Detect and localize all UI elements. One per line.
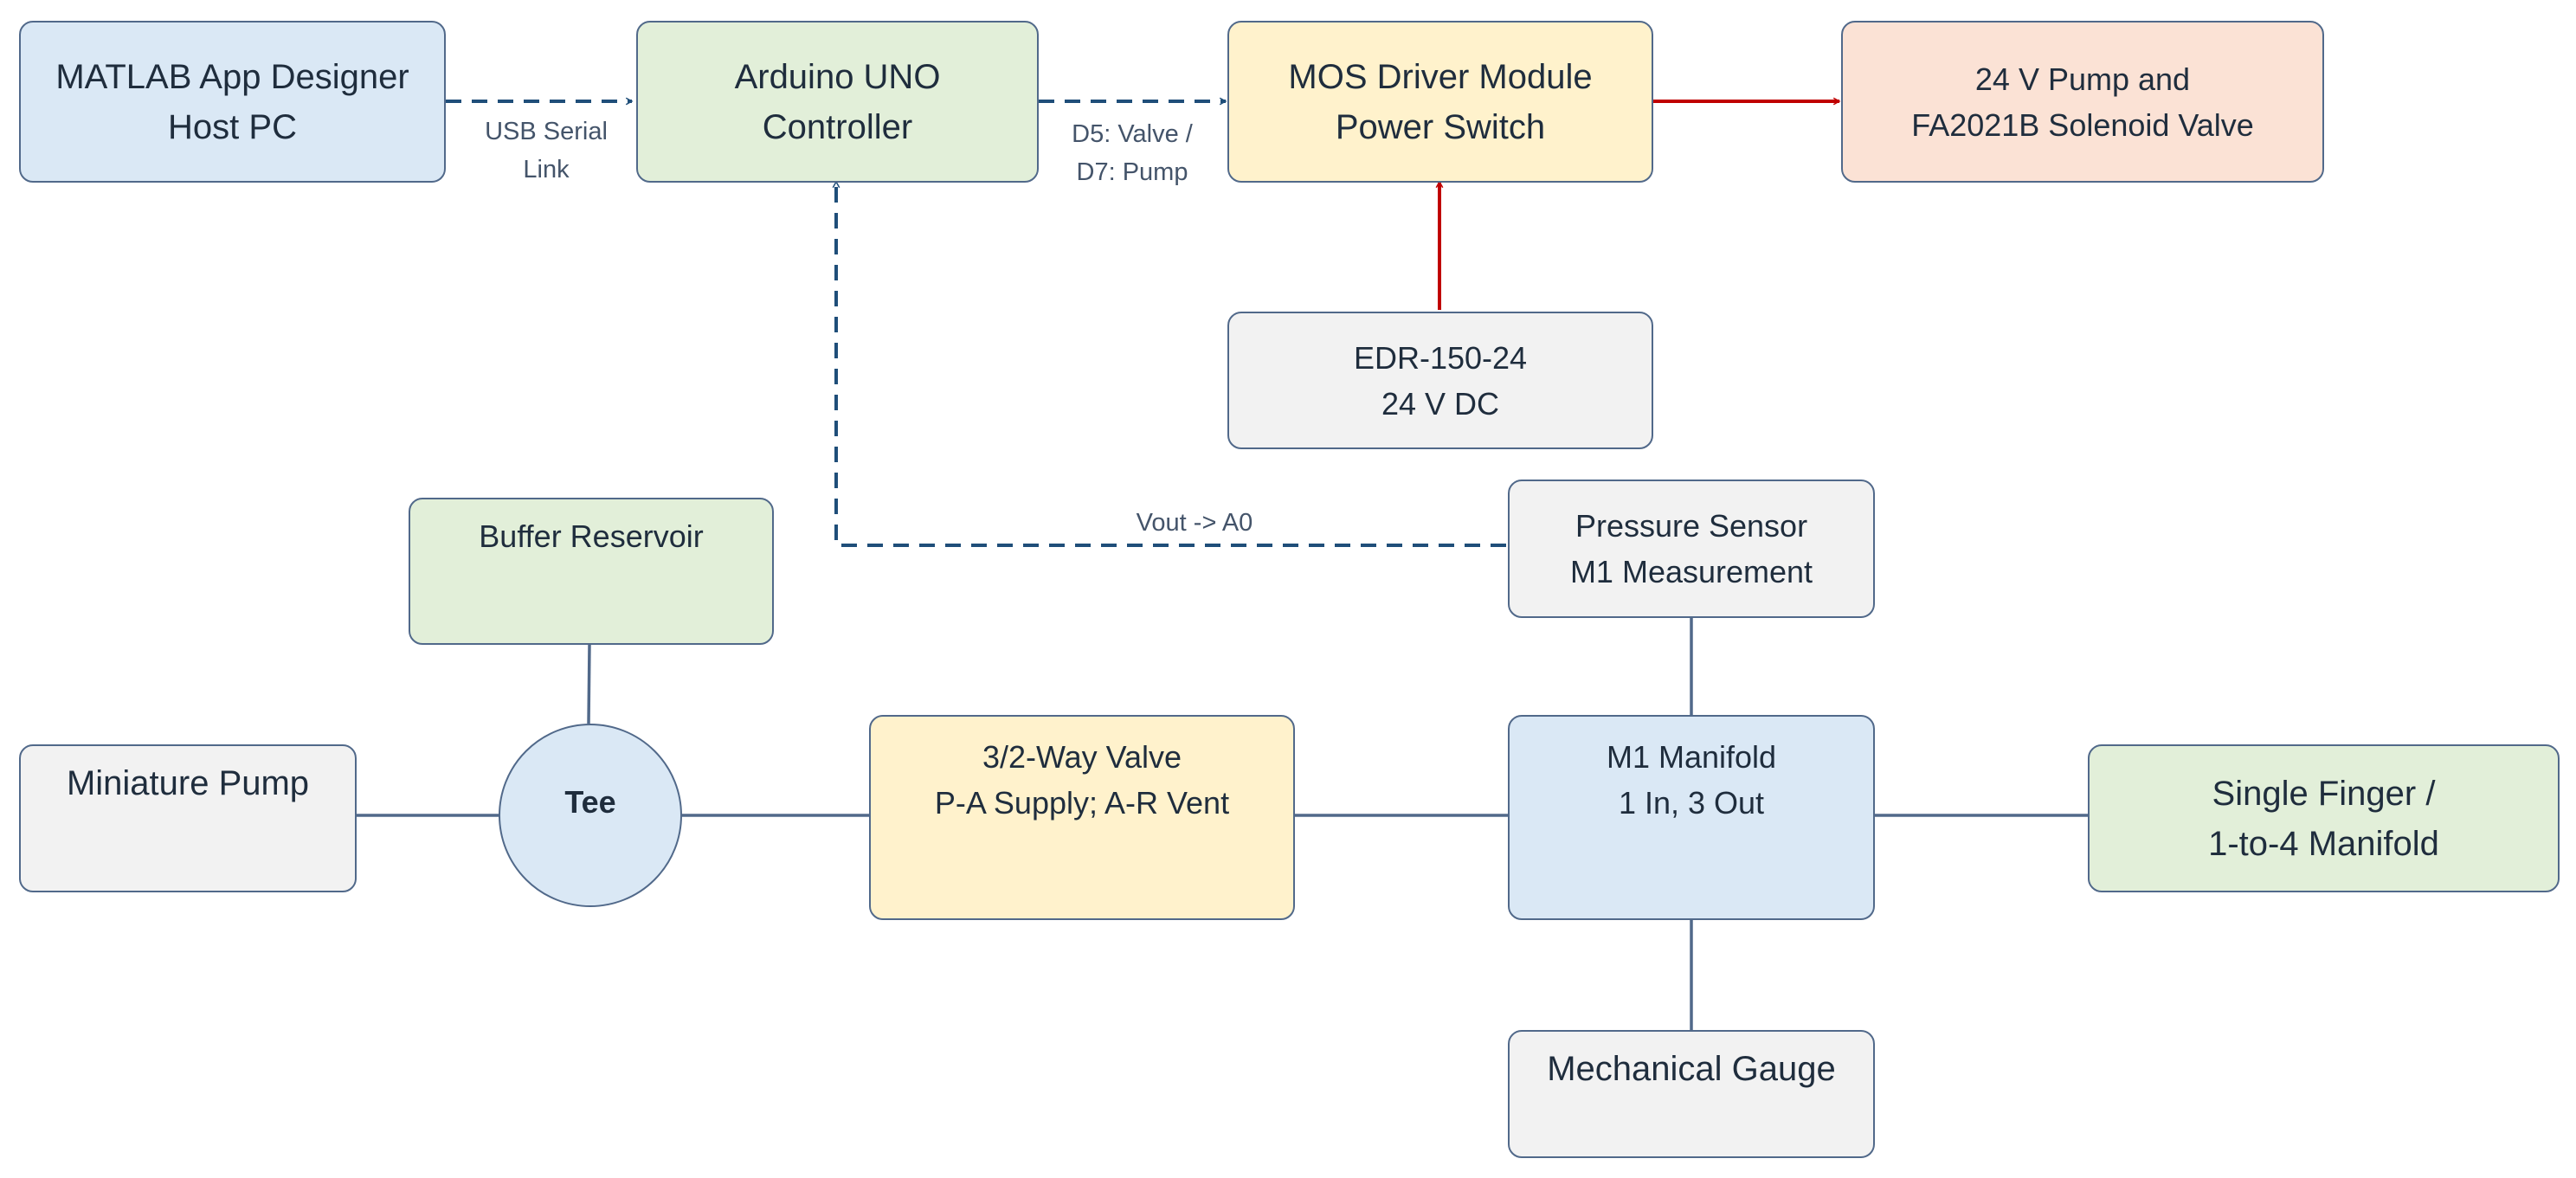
miniature-pump-node: Miniature Pump — [19, 744, 357, 892]
arduino-node: Arduino UNO Controller — [636, 21, 1039, 183]
m1-manifold-node: M1 Manifold 1 In, 3 Out — [1508, 715, 1875, 920]
arduino-line1: Arduino UNO — [734, 57, 941, 96]
buffer-reservoir-node: Buffer Reservoir — [409, 498, 774, 645]
tee-label: Tee — [564, 784, 616, 820]
host-pc-line2: Host PC — [168, 107, 297, 146]
mos-driver-node: MOS Driver Module Power Switch — [1227, 21, 1653, 183]
valve-line2: P-A Supply; A-R Vent — [934, 785, 1230, 821]
manifold-line1: M1 Manifold — [1606, 739, 1777, 775]
mechanical-gauge-node: Mechanical Gauge — [1508, 1030, 1875, 1158]
usb-serial-label: USB Serial Link — [469, 113, 623, 189]
usb-label-line2: Link — [523, 156, 570, 183]
vout-label: Vout -> A0 — [1108, 504, 1281, 542]
pin-label-line2: D7: Pump — [1076, 158, 1188, 186]
pressure-sensor-line1: Pressure Sensor — [1575, 508, 1808, 544]
buffer-reservoir-label: Buffer Reservoir — [479, 518, 704, 554]
finger-line2: 1-to-4 Manifold — [2208, 824, 2439, 863]
pin-assignment-label: D5: Valve / D7: Pump — [1046, 115, 1219, 191]
sensor-feedback-link — [836, 182, 1506, 547]
arduino-line2: Controller — [762, 107, 913, 146]
pressure-sensor-node: Pressure Sensor M1 Measurement — [1508, 480, 1875, 618]
manifold-line2: 1 In, 3 Out — [1618, 785, 1765, 821]
host-pc-node: MATLAB App Designer Host PC — [19, 21, 446, 183]
pump-valve-line2: FA2021B Solenoid Valve — [1911, 106, 2254, 143]
finger-line1: Single Finger / — [2212, 774, 2436, 813]
mos-driver-line1: MOS Driver Module — [1288, 57, 1593, 96]
miniature-pump-label: Miniature Pump — [66, 764, 310, 802]
power-supply-line1: EDR-150-24 — [1353, 339, 1528, 376]
power-supply-line2: 24 V DC — [1381, 385, 1500, 422]
host-pc-line1: MATLAB App Designer — [55, 57, 409, 96]
pump-valve-line1: 24 V Pump and — [1974, 61, 2191, 97]
power-supply-node: EDR-150-24 24 V DC — [1227, 312, 1653, 449]
usb-label-line1: USB Serial — [485, 118, 608, 145]
mos-driver-line2: Power Switch — [1335, 107, 1546, 146]
pressure-sensor-line2: M1 Measurement — [1569, 554, 1813, 589]
pin-label-line1: D5: Valve / — [1072, 120, 1193, 148]
tee-node: Tee — [499, 724, 682, 907]
vout-label-line1: Vout -> A0 — [1136, 509, 1253, 537]
valve-line1: 3/2-Way Valve — [982, 739, 1182, 775]
finger-node: Single Finger / 1-to-4 Manifold — [2088, 744, 2560, 892]
three-two-way-valve-node: 3/2-Way Valve P-A Supply; A-R Vent — [869, 715, 1295, 920]
pump-valve-node: 24 V Pump and FA2021B Solenoid Valve — [1841, 21, 2324, 183]
mechanical-gauge-label: Mechanical Gauge — [1547, 1050, 1836, 1088]
